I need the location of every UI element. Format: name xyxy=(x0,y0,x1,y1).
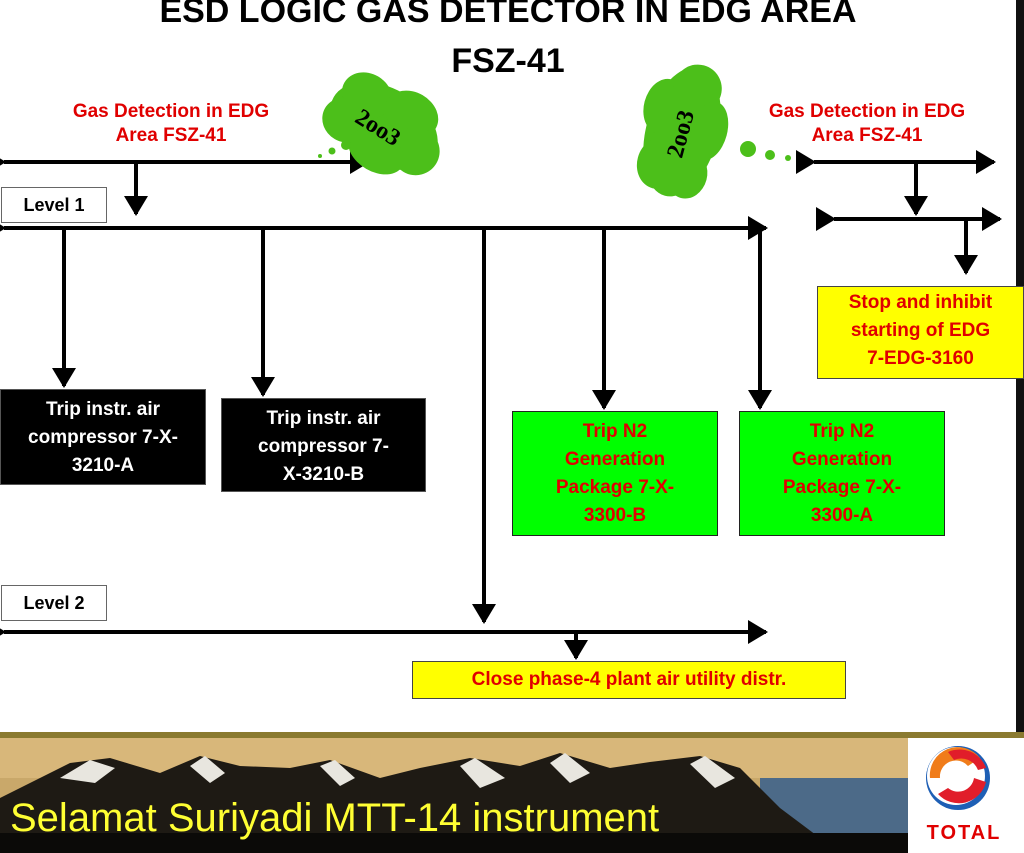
stop-edg-text: Stop and inhibit starting of EDG 7-EDG-3… xyxy=(849,289,993,373)
trip-air-compressor-b-text: Trip instr. air compressor 7- X-3210-B xyxy=(258,405,389,489)
cloud-left-bubble-3 xyxy=(318,154,322,158)
trip-air-compressor-a-text: Trip instr. air compressor 7-X- 3210-A xyxy=(28,396,178,480)
level1-label: Level 1 xyxy=(1,187,107,223)
trip-air-compressor-b-box: Trip instr. air compressor 7- X-3210-B xyxy=(221,398,426,492)
trip-n2-package-b-text: Trip N2 Generation Package 7-X- 3300-B xyxy=(556,418,674,530)
level2-label: Level 2 xyxy=(1,585,107,621)
trip-air-compressor-a-box: Trip instr. air compressor 7-X- 3210-A xyxy=(0,389,206,485)
trip-n2-package-a-text: Trip N2 Generation Package 7-X- 3300-A xyxy=(783,418,901,530)
presenter-name: Selamat Suriyadi MTT-14 instrument xyxy=(10,796,659,841)
cloud-left-bubble-2 xyxy=(329,148,336,155)
stop-edg-box: Stop and inhibit starting of EDG 7-EDG-3… xyxy=(817,286,1024,379)
gas-detection-left-label: Gas Detection in EDG Area FSZ-41 xyxy=(40,100,302,148)
total-logo: TOTAL xyxy=(908,738,1020,850)
trip-n2-package-a-box: Trip N2 Generation Package 7-X- 3300-A xyxy=(739,411,945,536)
cloud-right-bubble-3 xyxy=(785,155,791,161)
cloud-right-bubble-2 xyxy=(765,150,775,160)
total-logo-text: TOTAL xyxy=(908,822,1020,845)
close-plant-air-box: Close phase-4 plant air utility distr. xyxy=(412,661,846,699)
trip-n2-package-b-box: Trip N2 Generation Package 7-X- 3300-B xyxy=(512,411,718,536)
close-plant-air-text: Close phase-4 plant air utility distr. xyxy=(472,666,787,694)
total-logo-icon xyxy=(908,738,1020,822)
gas-detection-right-label: Gas Detection in EDG Area FSZ-41 xyxy=(736,100,998,148)
cloud-left-bubble-1 xyxy=(341,140,351,150)
